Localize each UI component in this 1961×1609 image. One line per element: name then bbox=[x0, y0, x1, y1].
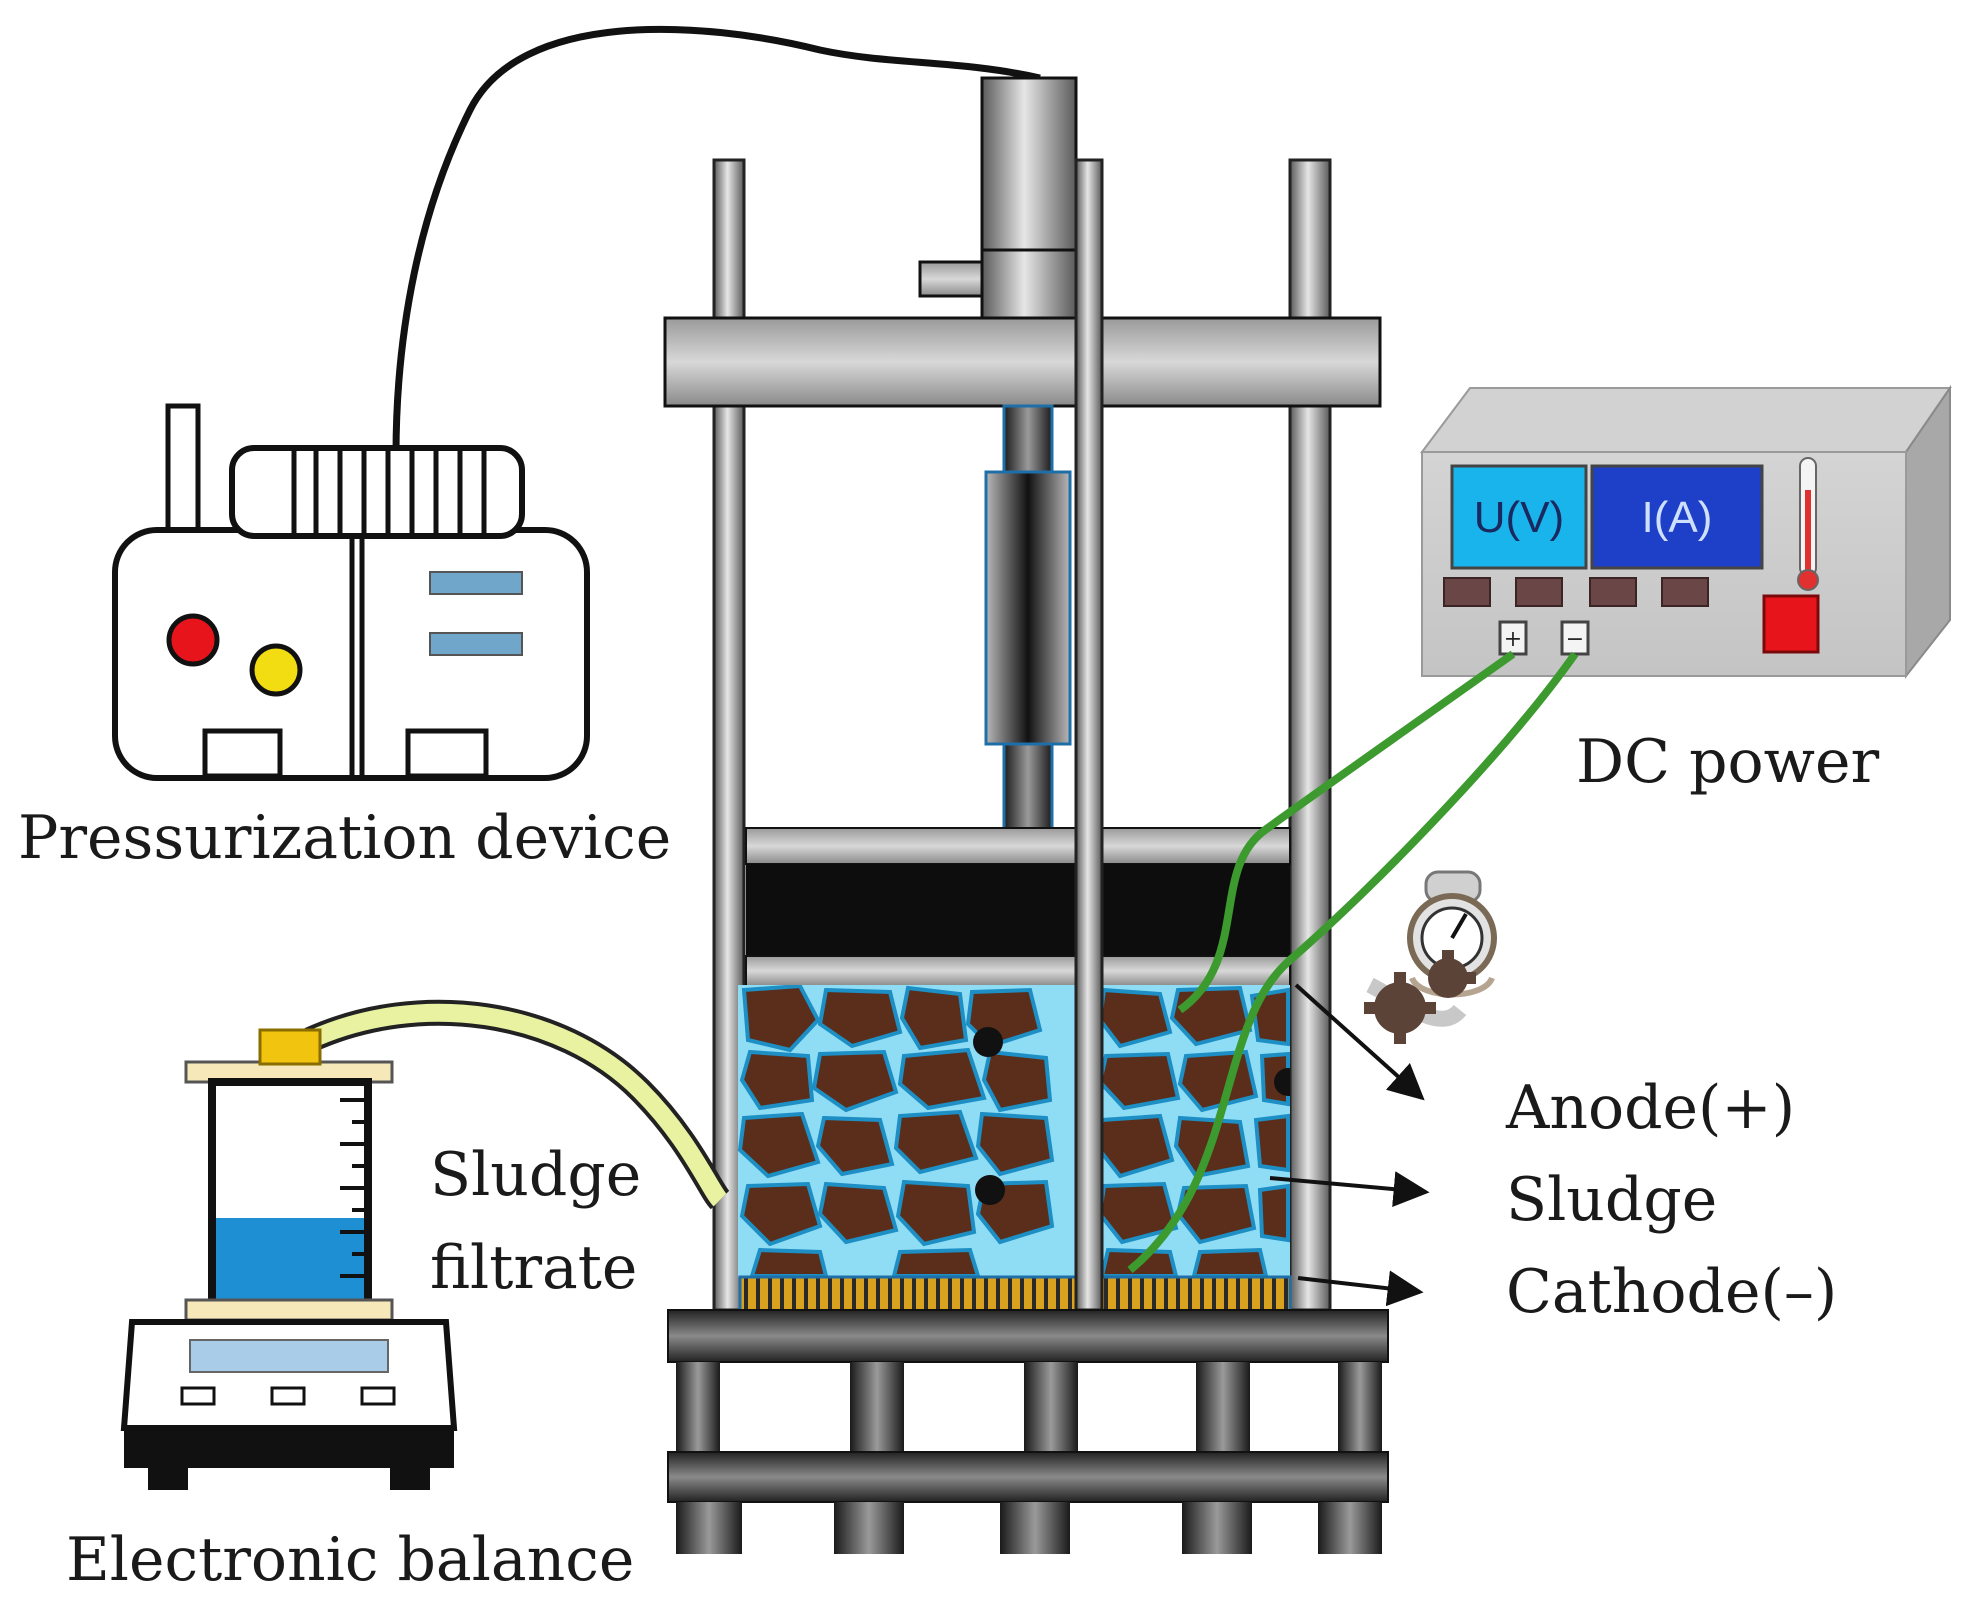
control-button-2 bbox=[1515, 577, 1563, 607]
hydraulic-cylinder-valve bbox=[918, 260, 990, 298]
press-frame bbox=[663, 76, 1382, 1312]
dc-power-supply: U(V) I(A) + − DC power bbox=[1420, 384, 1952, 797]
piston-body bbox=[984, 470, 1072, 746]
hydraulic-cylinder-collar bbox=[980, 248, 1078, 322]
gauge-slot-upper bbox=[429, 571, 523, 595]
pressurization-device: Pressurization device bbox=[18, 25, 1041, 873]
cathode-wire bbox=[1127, 651, 1579, 1274]
power-switch bbox=[1762, 594, 1820, 654]
dc-power-label: DC power bbox=[1576, 727, 1879, 797]
cathode-arrow bbox=[1297, 1270, 1424, 1307]
pressing-block bbox=[746, 864, 1290, 956]
gas-bubbles bbox=[973, 1027, 1290, 1205]
balance-pan bbox=[184, 1298, 394, 1322]
sludge-label: Sludge bbox=[1506, 1165, 1717, 1235]
anode-wire bbox=[1177, 650, 1516, 1014]
electronic-balance: Electronic balance bbox=[66, 999, 731, 1595]
balance-button-3 bbox=[360, 1386, 396, 1406]
red-indicator-icon bbox=[166, 613, 220, 667]
voltage-display bbox=[1450, 464, 1588, 570]
sludge-filtrate-label-line1: Sludge bbox=[430, 1140, 641, 1210]
sludge-filtrate-label-line2: filtrate bbox=[430, 1233, 637, 1303]
piston-rod-lower bbox=[1002, 742, 1054, 832]
pressurization-motor-housing bbox=[229, 445, 525, 539]
terminal-minus-symbol: − bbox=[1566, 627, 1584, 652]
electronic-balance-label: Electronic balance bbox=[66, 1525, 634, 1595]
control-button-3 bbox=[1589, 577, 1637, 607]
terminal-plus-symbol: + bbox=[1504, 627, 1522, 652]
pressing-plate-top bbox=[745, 827, 1291, 865]
gear-icon bbox=[1364, 950, 1476, 1044]
sludge-flakes bbox=[738, 985, 1290, 1277]
yellow-indicator-icon bbox=[249, 643, 303, 697]
filtrate-liquid bbox=[216, 1218, 364, 1300]
current-display-label: I(A) bbox=[1642, 493, 1713, 542]
balance-base bbox=[124, 1428, 454, 1468]
control-button-1 bbox=[1443, 577, 1491, 607]
tube-connector bbox=[258, 1028, 322, 1066]
control-buttons bbox=[1443, 577, 1709, 607]
current-display bbox=[1590, 464, 1764, 570]
hydraulic-cylinder-top bbox=[980, 76, 1078, 252]
sludge-arrow bbox=[1269, 1171, 1430, 1208]
center-column bbox=[1074, 158, 1104, 1312]
balance-button-1 bbox=[180, 1386, 216, 1406]
pressure-hose bbox=[392, 25, 1041, 456]
base-plate-middle bbox=[667, 1451, 1389, 1503]
pressing-plate-bottom bbox=[745, 955, 1291, 987]
pressurization-foot-left bbox=[202, 728, 283, 779]
press-base bbox=[667, 1309, 1389, 1554]
cathode-mesh bbox=[738, 1275, 1292, 1313]
balance-button-2 bbox=[270, 1386, 306, 1406]
balance-display bbox=[189, 1339, 389, 1373]
voltage-display-label: U(V) bbox=[1474, 493, 1564, 542]
dc-power-top bbox=[1420, 387, 1952, 453]
control-button-4 bbox=[1661, 577, 1709, 607]
gauge-slot-lower bbox=[429, 632, 523, 656]
anode-label: Anode(+) bbox=[1505, 1073, 1795, 1143]
balance-body bbox=[120, 1319, 458, 1431]
cathode-label: Cathode(–) bbox=[1506, 1257, 1837, 1327]
beaker-scale bbox=[340, 1098, 364, 1278]
base-plate-top bbox=[667, 1309, 1389, 1363]
pressurization-foot-right bbox=[405, 728, 489, 779]
pressurization-device-label: Pressurization device bbox=[18, 803, 671, 873]
motor-fins bbox=[291, 448, 487, 536]
top-crossbeam bbox=[663, 316, 1382, 408]
anode-arrow bbox=[1294, 983, 1425, 1101]
sludge-chamber bbox=[738, 985, 1290, 1277]
piston-rod-upper bbox=[1002, 404, 1054, 474]
